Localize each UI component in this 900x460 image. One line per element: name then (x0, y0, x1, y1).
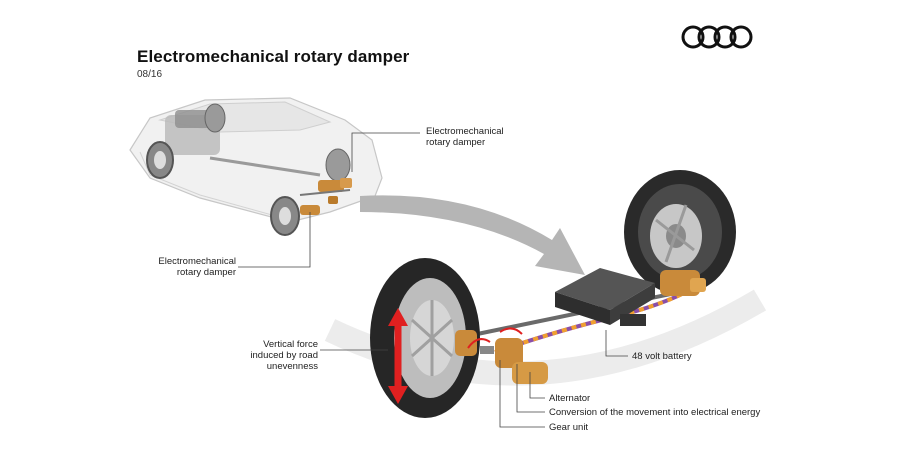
page-title: Electromechanical rotary damper (137, 47, 410, 66)
conversion-label: Conversion of the movement into electric… (549, 407, 761, 418)
gear-unit-label: Gear unit (549, 422, 589, 433)
damper-label-left: Electromechanical rotary damper (152, 256, 236, 278)
damper-label-top-line1: Electromechanical (426, 126, 504, 137)
vertical-force-label: Vertical force induced by road unevennes… (236, 339, 318, 372)
vertical-force-line3: unevenness (266, 361, 318, 372)
damper-label-left-line2: rotary damper (176, 267, 236, 278)
damper-label-top: Electromechanical rotary damper (426, 126, 504, 148)
four-rings-icon (681, 25, 753, 49)
alternator-label: Alternator (549, 393, 591, 404)
vertical-force-arrow (388, 308, 408, 404)
battery-label: 48 volt battery (632, 351, 692, 362)
vertical-force-line2: induced by road (250, 350, 318, 361)
car-illustration (129, 97, 383, 236)
rear-axle-illustration (324, 170, 767, 418)
damper-label-top-line2: rotary damper (426, 137, 486, 148)
flow-arrow (360, 195, 585, 275)
date-label: 08/16 (137, 69, 163, 80)
vertical-force-line1: Vertical force (263, 339, 318, 350)
damper-label-left-line1: Electromechanical (158, 256, 236, 267)
